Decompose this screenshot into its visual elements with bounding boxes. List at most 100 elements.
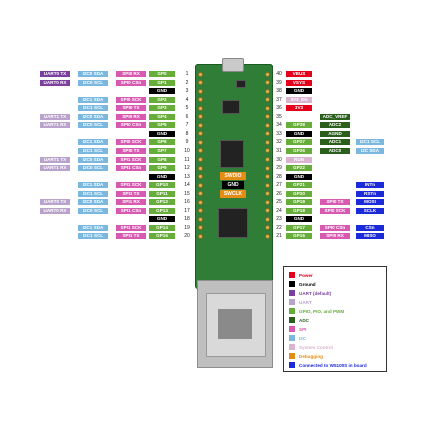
header-pad	[265, 174, 270, 180]
left-pin-label: GP13	[149, 207, 175, 214]
left-pin-label: SPI1 SCK	[116, 182, 146, 189]
gnd-pin-label: GND	[149, 173, 175, 180]
right-pin-label: GP16	[286, 233, 312, 240]
header-pad	[198, 199, 203, 205]
left-pin-label: GP3	[149, 105, 175, 112]
left-pin-label: I2C0 SDA	[78, 156, 108, 163]
header-pad	[198, 114, 203, 120]
right-pin-label: ADC0	[320, 147, 350, 154]
right-pin-label: SPI0 SCK	[320, 207, 350, 214]
left-pin-number: 11	[184, 156, 190, 163]
left-pin-label: UART0 TX	[40, 71, 70, 77]
legend-swatch	[289, 281, 295, 287]
left-pin-label: I2C1 SCL	[78, 190, 108, 197]
legend-label: ADC	[299, 318, 309, 323]
header-pad	[198, 174, 203, 180]
right-pin-label: GP22	[286, 165, 312, 172]
left-pin-label: I2C0 SDA	[78, 71, 108, 77]
left-pin-label: I2C0 SCL	[78, 165, 108, 172]
left-pin-number: 3	[185, 88, 189, 95]
rj45-ethernet-jack	[197, 280, 273, 368]
left-pin-number: 10	[184, 147, 190, 154]
left-pin-label: SPI0 RX	[116, 113, 146, 120]
header-pad	[198, 225, 203, 231]
left-pin-number: 5	[185, 105, 189, 112]
header-pad	[198, 157, 203, 162]
left-pin-label: UART0 RX	[40, 207, 70, 214]
right-pin-number: 29	[276, 165, 282, 172]
left-pin-label: SPI1 SCK	[116, 156, 146, 163]
header-pad	[198, 165, 203, 171]
legend-label: Debugging	[299, 354, 323, 359]
header-pad	[265, 105, 270, 111]
left-pin-label: SPI1 CSn	[116, 207, 146, 214]
left-pin-number: 17	[184, 207, 190, 214]
left-pin-label: I2C1 SDA	[78, 224, 108, 231]
left-pin-label: GP14	[149, 224, 175, 231]
left-pin-number: 1	[185, 71, 189, 77]
header-pad	[198, 139, 203, 145]
legend-swatch	[289, 272, 295, 278]
left-pin-label: SPI0 CSn	[116, 79, 146, 86]
right-pin-number: 35	[276, 113, 282, 120]
legend-label: GPIO, PIO, and PWM	[299, 309, 345, 314]
left-pin-label: UART0 TX	[40, 199, 70, 206]
header-pad	[198, 191, 203, 197]
header-pad	[198, 216, 203, 222]
right-pin-number: 27	[276, 182, 282, 189]
header-pad	[265, 97, 270, 103]
legend-label: System Control	[299, 345, 333, 350]
right-pin-label: GP28	[286, 122, 312, 129]
right-pin-label: GP20	[286, 190, 312, 197]
header-pad	[198, 105, 203, 111]
right-pin-label: MISO	[356, 233, 384, 240]
right-pin-number: 25	[276, 199, 282, 206]
left-pin-label: SPI1 TX	[116, 190, 146, 197]
swdio-badge: SWDIO	[220, 172, 246, 180]
header-pad	[198, 88, 203, 94]
header-pad	[265, 199, 270, 205]
right-pin-number: 36	[276, 105, 282, 112]
right-pin-label: SCLK	[356, 207, 384, 214]
left-pin-label: I2C0 SDA	[78, 113, 108, 120]
left-pin-label: UART0 RX	[40, 79, 70, 86]
left-pin-label: SPI1 SCK	[116, 224, 146, 231]
header-pad	[265, 157, 270, 162]
left-pin-label: GP1	[149, 79, 175, 86]
legend-label: SPI	[299, 327, 307, 332]
right-pin-number: 22	[276, 224, 282, 231]
header-pad	[265, 165, 270, 171]
left-pin-label: SPI0 TX	[116, 147, 146, 154]
left-pin-label: I2C1 SDA	[78, 96, 108, 103]
legend-label: UART	[299, 300, 312, 305]
left-pin-label: SPI0 TX	[116, 105, 146, 112]
left-pin-label: I2C0 SDA	[78, 199, 108, 206]
header-pad	[265, 80, 270, 86]
right-pin-number: 38	[276, 88, 282, 95]
header-pad	[198, 71, 203, 77]
right-pin-label: INTn	[356, 182, 384, 189]
left-pin-number: 18	[184, 216, 190, 223]
header-pad	[265, 122, 270, 128]
left-pin-label: I2C1 SDA	[78, 139, 108, 146]
right-pin-number: 21	[276, 233, 282, 240]
header-pad	[198, 80, 203, 86]
rp2040-chip	[220, 140, 244, 168]
left-pin-label: GP5	[149, 122, 175, 129]
right-pin-label: I2C1 SCL	[356, 139, 384, 146]
legend-label: Connected to W5100S in board	[299, 363, 367, 368]
left-pin-label: I2C0 SCL	[78, 207, 108, 214]
right-pin-label: ADC_VREF	[320, 113, 350, 120]
legend-swatch	[289, 308, 295, 314]
right-pin-number: 24	[276, 207, 282, 214]
right-pin-number: 31	[276, 147, 282, 154]
header-pad	[265, 148, 270, 154]
right-pin-label: 3V3_EN	[286, 96, 312, 103]
left-pin-number: 20	[184, 233, 190, 240]
legend-swatch	[289, 317, 295, 323]
left-pin-label: GP8	[149, 156, 175, 163]
gnd-pin-label: GND	[286, 216, 312, 223]
left-pin-label: GP12	[149, 199, 175, 206]
right-pin-label: GP18	[286, 207, 312, 214]
